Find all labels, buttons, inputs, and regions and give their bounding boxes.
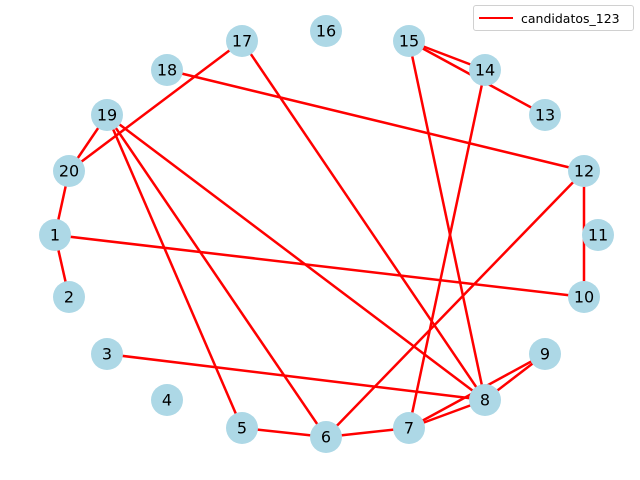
node-label: 20 bbox=[59, 162, 79, 181]
edge-3-8 bbox=[106, 352, 486, 402]
node-label: 12 bbox=[574, 162, 594, 181]
node-19: 19 bbox=[91, 99, 123, 131]
edge-19-5 bbox=[105, 114, 244, 429]
node-circle bbox=[393, 412, 425, 444]
node-label: 10 bbox=[574, 288, 594, 307]
edge-17-8 bbox=[240, 40, 487, 401]
node-6: 6 bbox=[310, 421, 342, 453]
node-1: 1 bbox=[39, 219, 71, 251]
node-13: 13 bbox=[529, 99, 561, 131]
node-circle bbox=[53, 281, 85, 313]
node-label: 5 bbox=[237, 419, 247, 438]
node-16: 16 bbox=[310, 15, 342, 47]
node-label: 19 bbox=[97, 106, 117, 125]
node-label: 4 bbox=[162, 391, 172, 410]
node-circle bbox=[151, 384, 183, 416]
node-label: 7 bbox=[404, 419, 414, 438]
legend-line-icon bbox=[479, 17, 513, 19]
node-circle bbox=[91, 338, 123, 370]
node-11: 11 bbox=[582, 219, 614, 251]
node-label: 9 bbox=[540, 345, 550, 364]
node-label: 18 bbox=[157, 61, 177, 80]
node-label: 3 bbox=[102, 345, 112, 364]
edge-20-17 bbox=[68, 40, 243, 172]
node-4: 4 bbox=[151, 384, 183, 416]
node-circle bbox=[529, 99, 561, 131]
node-circle bbox=[226, 25, 258, 57]
node-label: 14 bbox=[475, 61, 495, 80]
edges bbox=[53, 39, 586, 439]
node-label: 8 bbox=[480, 391, 490, 410]
node-circle bbox=[568, 281, 600, 313]
node-label: 17 bbox=[232, 32, 252, 51]
node-17: 17 bbox=[226, 25, 258, 57]
node-label: 16 bbox=[316, 22, 336, 41]
node-label: 15 bbox=[399, 32, 419, 51]
node-circle bbox=[151, 54, 183, 86]
node-circle bbox=[568, 155, 600, 187]
node-9: 9 bbox=[529, 338, 561, 370]
node-3: 3 bbox=[91, 338, 123, 370]
legend: candidatos_123 bbox=[473, 5, 634, 31]
node-label: 11 bbox=[588, 226, 608, 245]
node-circle bbox=[310, 421, 342, 453]
node-circle bbox=[582, 219, 614, 251]
edge-18-12 bbox=[166, 68, 585, 173]
node-8: 8 bbox=[469, 384, 501, 416]
node-label: 1 bbox=[50, 226, 60, 245]
node-15: 15 bbox=[393, 25, 425, 57]
node-circle bbox=[91, 99, 123, 131]
node-12: 12 bbox=[568, 155, 600, 187]
node-10: 10 bbox=[568, 281, 600, 313]
node-2: 2 bbox=[53, 281, 85, 313]
legend-label: candidatos_123 bbox=[521, 10, 620, 26]
edge-15-8 bbox=[407, 40, 487, 401]
node-label: 6 bbox=[321, 428, 331, 447]
node-circle bbox=[53, 155, 85, 187]
node-18: 18 bbox=[151, 54, 183, 86]
node-20: 20 bbox=[53, 155, 85, 187]
node-circle bbox=[469, 384, 501, 416]
edge-14-7 bbox=[407, 69, 487, 429]
node-label: 13 bbox=[535, 106, 555, 125]
node-circle bbox=[529, 338, 561, 370]
node-circle bbox=[469, 54, 501, 86]
node-circle bbox=[39, 219, 71, 251]
node-label: 2 bbox=[64, 288, 74, 307]
edge-19-8 bbox=[106, 114, 486, 401]
edge-12-6 bbox=[325, 170, 585, 438]
node-14: 14 bbox=[469, 54, 501, 86]
node-circle bbox=[310, 15, 342, 47]
node-circle bbox=[226, 412, 258, 444]
edge-1-10 bbox=[54, 233, 585, 299]
node-7: 7 bbox=[393, 412, 425, 444]
node-circle bbox=[393, 25, 425, 57]
edge-19-6 bbox=[105, 114, 328, 438]
node-5: 5 bbox=[226, 412, 258, 444]
